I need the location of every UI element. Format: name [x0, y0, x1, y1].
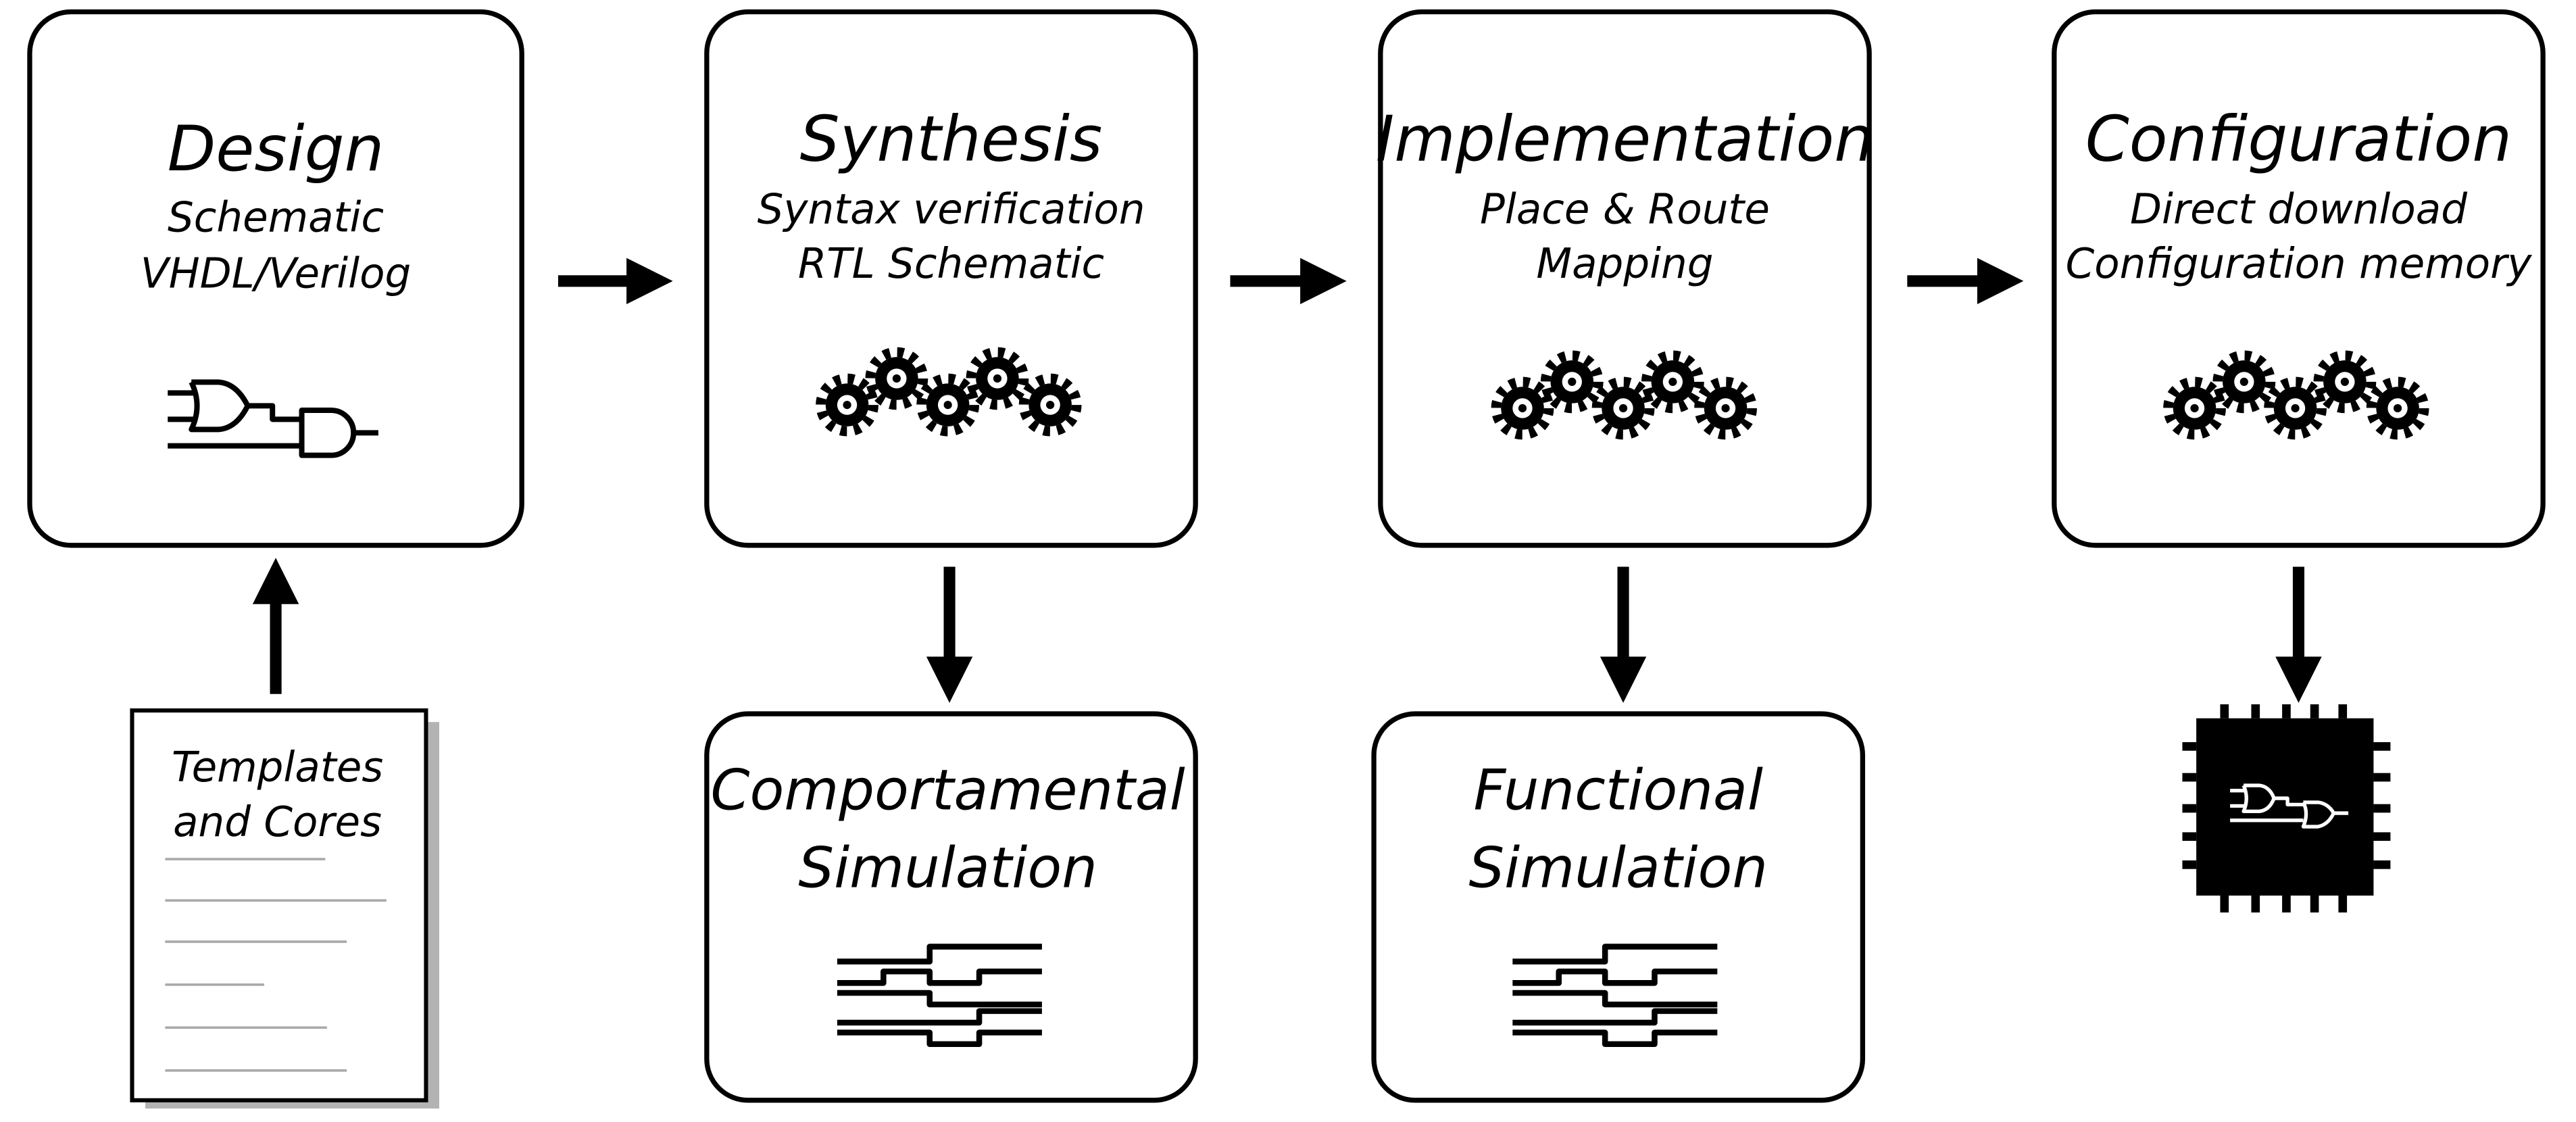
stage-line: VHDL/Verilog: [141, 250, 411, 298]
document-line: Templates: [172, 743, 383, 791]
simulation-box: [704, 711, 1198, 1103]
stage-configuration: Configuration Direct download Configurat…: [2052, 9, 2546, 548]
stage-line: Direct download: [2130, 185, 2468, 233]
simulation-line: Comportamental: [711, 758, 1185, 823]
stage-box: [27, 9, 524, 548]
stage-title: Configuration: [2085, 102, 2512, 175]
stage-line: Syntax verification: [758, 185, 1145, 233]
stage-design: Design Schematic VHDL/Verilog: [27, 9, 524, 548]
templates-document: Templates and Cores: [130, 708, 439, 1109]
logic-gates-icon: [168, 379, 378, 458]
document-icon: [130, 708, 428, 1102]
stage-implementation: Implementation Place & Route Mapping: [1376, 9, 1874, 548]
comportamental-simulation: Comportamental Simulation: [704, 711, 1198, 1103]
simulation-line: Simulation: [798, 835, 1097, 901]
stage-synthesis: Synthesis Syntax verification RTL Schema…: [704, 9, 1198, 548]
stage-title: Synthesis: [800, 102, 1103, 175]
stage-line: Place & Route: [1480, 185, 1770, 233]
stage-line: Mapping: [1536, 240, 1713, 288]
fpga-chip-icon: [2182, 704, 2391, 913]
stage-line: Configuration memory: [2066, 240, 2533, 288]
document-line: and Cores: [173, 798, 382, 846]
stage-title: Implementation: [1376, 102, 1874, 175]
stage-line: Schematic: [168, 194, 384, 242]
simulation-line: Simulation: [1468, 835, 1768, 901]
stage-line: RTL Schematic: [798, 240, 1104, 288]
simulation-box: [1371, 711, 1866, 1103]
stage-title: Design: [168, 112, 385, 185]
functional-simulation: Functional Simulation: [1371, 711, 1866, 1103]
simulation-line: Functional: [1473, 758, 1763, 823]
